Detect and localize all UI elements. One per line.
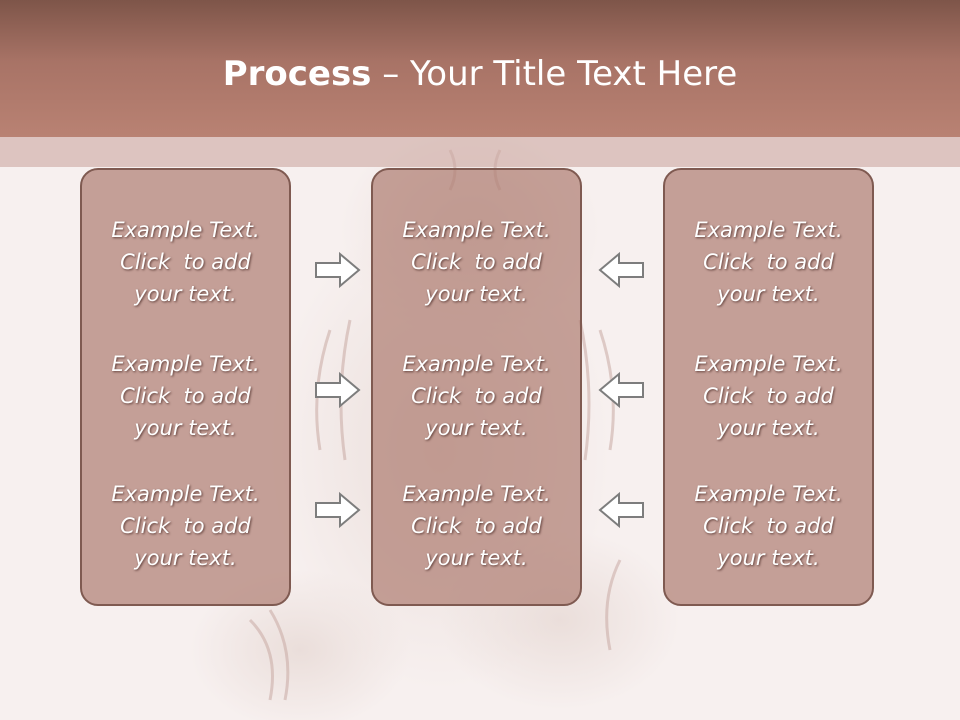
text-block[interactable]: Example Text. Click to add your text. [373, 348, 580, 444]
banner-stripe [0, 137, 960, 167]
title-rest: – Your Title Text Here [371, 54, 738, 94]
text-line: Example Text. [111, 218, 260, 242]
text-line: your text. [425, 546, 528, 570]
text-block[interactable]: Example Text. Click to add your text. [665, 348, 872, 444]
text-line: Click to add [411, 250, 542, 274]
process-box-left[interactable]: Example Text. Click to add your text. Ex… [80, 168, 291, 606]
arrow-right-icon [315, 491, 361, 529]
process-box-center[interactable]: Example Text. Click to add your text. Ex… [371, 168, 582, 606]
text-line: Example Text. [694, 482, 843, 506]
text-block[interactable]: Example Text. Click to add your text. [82, 348, 289, 444]
text-line: Click to add [120, 384, 251, 408]
text-line: Example Text. [402, 482, 551, 506]
title-bold: Process [222, 54, 372, 94]
arrow-left-icon [598, 251, 644, 289]
text-block[interactable]: Example Text. Click to add your text. [373, 214, 580, 310]
text-line: Example Text. [402, 352, 551, 376]
arrow-left-icon [598, 371, 644, 409]
text-block[interactable]: Example Text. Click to add your text. [665, 214, 872, 310]
text-line: your text. [717, 416, 820, 440]
text-line: your text. [134, 282, 237, 306]
text-line: Example Text. [111, 352, 260, 376]
text-line: your text. [717, 282, 820, 306]
text-line: Click to add [703, 384, 834, 408]
text-line: your text. [134, 416, 237, 440]
text-line: your text. [717, 546, 820, 570]
text-line: Example Text. [402, 218, 551, 242]
text-line: Click to add [703, 514, 834, 538]
text-block[interactable]: Example Text. Click to add your text. [82, 214, 289, 310]
arrow-right-icon [315, 251, 361, 289]
text-line: your text. [134, 546, 237, 570]
text-block[interactable]: Example Text. Click to add your text. [373, 478, 580, 574]
text-line: your text. [425, 416, 528, 440]
arrow-left-icon [598, 491, 644, 529]
text-block[interactable]: Example Text. Click to add your text. [82, 478, 289, 574]
text-line: Example Text. [694, 218, 843, 242]
text-line: Example Text. [694, 352, 843, 376]
arrow-right-icon [315, 371, 361, 409]
text-line: Click to add [703, 250, 834, 274]
text-line: your text. [425, 282, 528, 306]
text-line: Example Text. [111, 482, 260, 506]
slide-title[interactable]: Process – Your Title Text Here [0, 50, 960, 98]
title-banner [0, 0, 960, 137]
process-box-right[interactable]: Example Text. Click to add your text. Ex… [663, 168, 874, 606]
text-line: Click to add [411, 514, 542, 538]
text-line: Click to add [120, 514, 251, 538]
text-line: Click to add [411, 384, 542, 408]
text-block[interactable]: Example Text. Click to add your text. [665, 478, 872, 574]
text-line: Click to add [120, 250, 251, 274]
